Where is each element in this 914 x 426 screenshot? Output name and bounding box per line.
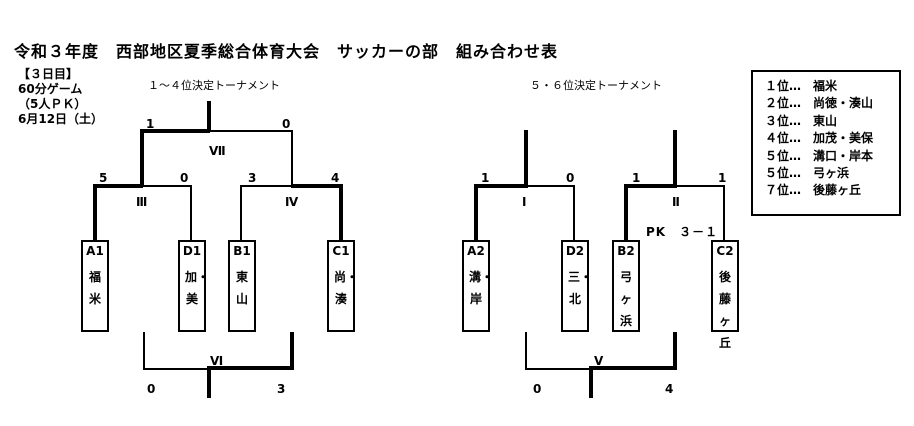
team-box: B2 弓ヶ浜 (612, 240, 640, 332)
score: 3 (248, 171, 257, 185)
bracket-line (624, 184, 628, 240)
bracket-line (589, 366, 677, 370)
bracket-line (93, 184, 97, 240)
team-box: A2 溝・岸 (462, 240, 494, 332)
pk-rule: （5人ＰＫ） (18, 97, 87, 111)
score: 4 (665, 382, 674, 396)
score: 0 (282, 117, 291, 131)
score: 1 (481, 171, 490, 185)
team-name: 弓ヶ浜 (619, 270, 632, 328)
result-line: ５位… 弓ヶ浜 (765, 166, 850, 181)
bracket-line (573, 185, 575, 240)
team-box: C1 尚・湊 (327, 240, 359, 332)
team-box: C2 後藤ヶ丘 (711, 240, 739, 350)
score: 4 (331, 171, 340, 185)
score: 1 (718, 171, 727, 185)
bracket-line (524, 130, 528, 188)
match-label: Ⅶ (209, 144, 226, 158)
day-label: 【３日目】 (18, 67, 79, 81)
bracket-line (525, 368, 591, 370)
page-title: 令和３年度 西部地区夏季総合体育大会 サッカーの部 組み合わせ表 (14, 42, 559, 61)
match-label: Ⅴ (594, 354, 604, 368)
score: 0 (180, 171, 189, 185)
team-code: A1 (86, 244, 104, 258)
score: 3 (277, 382, 286, 396)
score: 0 (566, 171, 575, 185)
bracket-line (93, 184, 143, 188)
pk-result: PK ３－１ (646, 225, 719, 239)
results-legend: １位… 福米 ２位… 尚徳・湊山 ３位… 東山 ４位… 加茂・美保 ５位… 溝口… (751, 70, 901, 216)
bracket-line (527, 185, 575, 187)
result-line: ７位… 後藤ヶ丘 (765, 183, 862, 198)
result-line: １位… 福米 (765, 79, 838, 93)
team-name: 加・美 (185, 270, 210, 306)
match-label: Ⅰ (522, 195, 527, 209)
bracket-line (589, 366, 593, 398)
team-name: 福米 (88, 270, 101, 306)
result-line: ４位… 加茂・美保 (765, 131, 874, 146)
bracket-line (143, 368, 209, 370)
team-code: D2 (565, 244, 585, 258)
team-box: A1 福米 (81, 240, 109, 332)
game-format: 60分ゲーム (18, 82, 83, 96)
score: 5 (99, 171, 108, 185)
match-label: Ⅵ (210, 354, 224, 368)
bracket-line (339, 184, 343, 240)
bracket-line (207, 101, 211, 131)
bracket-line (723, 185, 725, 240)
team-code: B1 (233, 244, 251, 258)
bracket-line (240, 185, 292, 187)
score: 1 (146, 117, 155, 131)
bracket-line (209, 130, 293, 132)
team-box: B1 東山 (228, 240, 256, 332)
score: 1 (632, 171, 641, 185)
match-label: Ⅱ (672, 195, 680, 209)
bracket-line (140, 129, 210, 133)
left-bracket-title: １～４位決定トーナメント (148, 79, 280, 92)
right-bracket-title: ５・６位決定トーナメント (530, 79, 662, 92)
team-box: D2 三・北 (561, 240, 593, 332)
score: 0 (533, 382, 542, 396)
bracket-line (624, 184, 676, 188)
result-line: ５位… 溝口・岸本 (765, 148, 874, 163)
match-date: 6月12日（土） (18, 112, 104, 126)
bracket-line (290, 332, 294, 370)
team-name: 三・北 (568, 270, 593, 306)
score: 0 (147, 382, 156, 396)
bracket-line (525, 332, 527, 370)
match-label: Ⅲ (136, 195, 148, 209)
bracket-line (142, 185, 192, 187)
result-line: ３位… 東山 (765, 113, 838, 128)
team-code: A2 (467, 244, 485, 258)
result-line: ２位… 尚徳・湊山 (765, 96, 874, 111)
bracket-line (474, 184, 478, 240)
team-name: 後藤ヶ丘 (718, 270, 731, 350)
team-name: 溝・岸 (469, 270, 494, 306)
bracket-line (291, 184, 343, 188)
bracket-line (673, 332, 677, 370)
team-name: 東山 (235, 270, 248, 306)
bracket-line (291, 130, 293, 187)
bracket-line (207, 366, 293, 370)
match-label: Ⅳ (285, 195, 299, 209)
bracket-line (207, 366, 211, 398)
bracket-line (675, 185, 725, 187)
bracket-line (474, 184, 528, 188)
bracket-line (143, 332, 145, 370)
bracket-line (240, 185, 242, 240)
bracket-line (673, 130, 677, 188)
team-code: C2 (716, 244, 734, 258)
bracket-line (140, 129, 144, 187)
bracket-line (190, 185, 192, 240)
team-name: 尚・湊 (334, 270, 359, 306)
team-code: D1 (182, 244, 202, 258)
team-code: B2 (617, 244, 635, 258)
team-box: D1 加・美 (178, 240, 210, 332)
team-code: C1 (332, 244, 350, 258)
